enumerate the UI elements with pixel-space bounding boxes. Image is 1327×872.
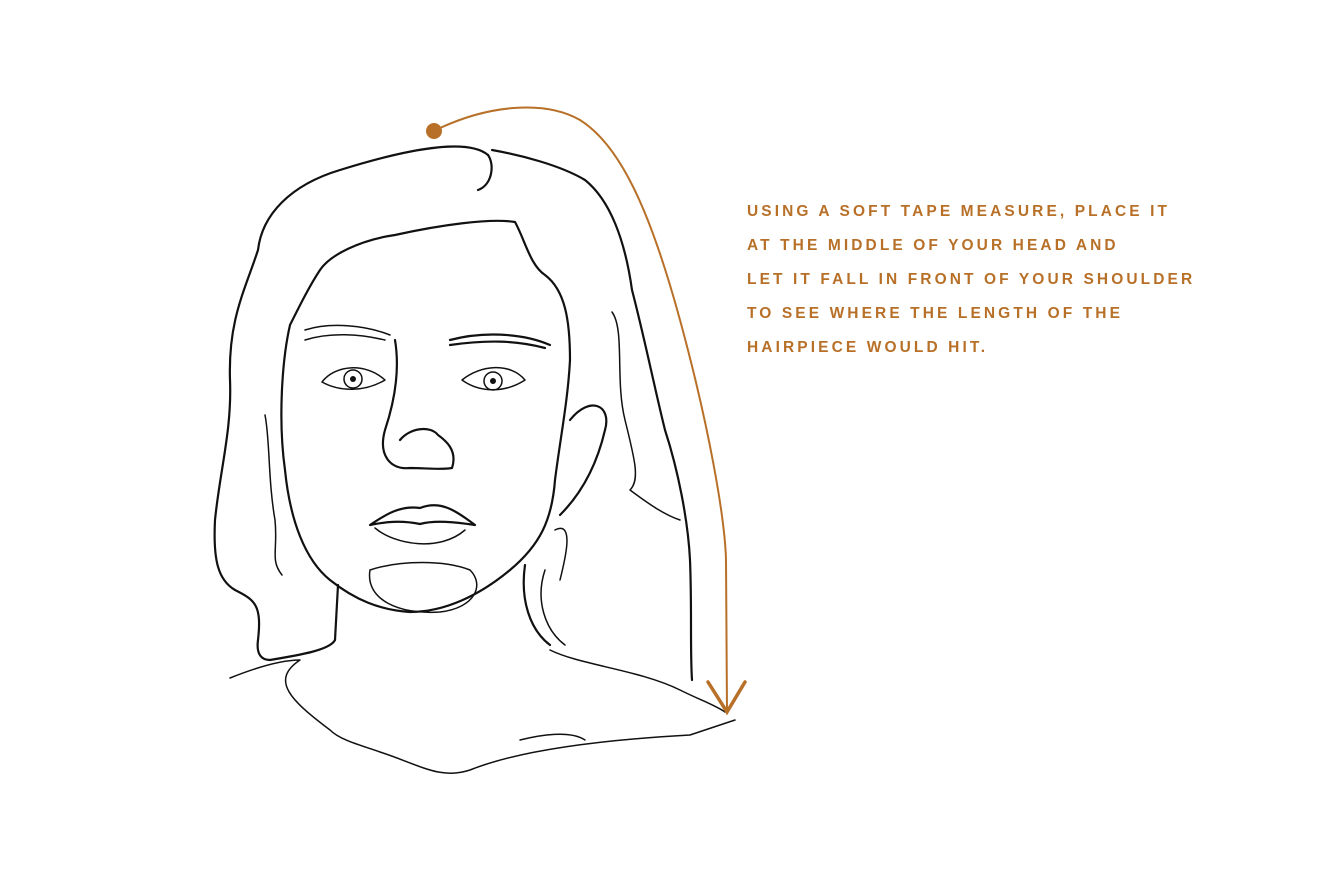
instruction-line: TO SEE WHERE THE LENGTH OF THE [747,305,1124,322]
face-line-drawing [213,145,736,774]
instruction-line: AT THE MIDDLE OF YOUR HEAD AND [747,237,1119,254]
tape-measure-arrow-icon [426,106,747,716]
instruction-line: USING A SOFT TAPE MEASURE, PLACE IT [747,203,1171,220]
instruction-line: HAIRPIECE WOULD HIT. [747,339,989,356]
measurement-instructions: USING A SOFT TAPE MEASURE, PLACE IT AT T… [747,202,1195,372]
instruction-line: LET IT FALL IN FRONT OF YOUR SHOULDER [747,271,1196,288]
